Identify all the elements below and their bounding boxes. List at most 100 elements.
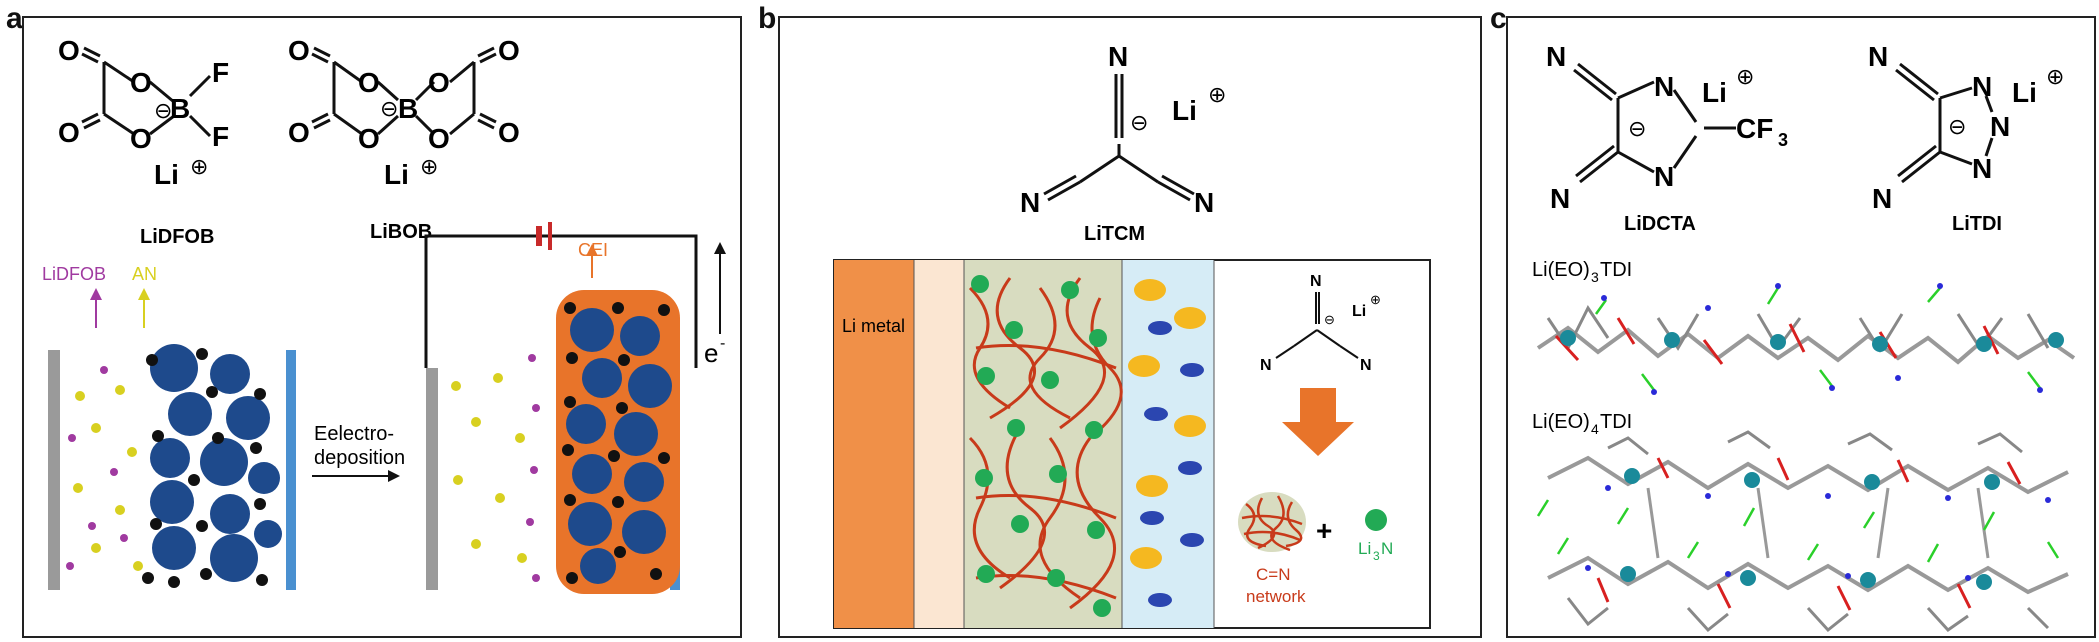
crystal-structure-2: [1536, 430, 2069, 633]
litdi-n-ring1: N: [1972, 71, 1992, 102]
lidcta-n-cyano2: N: [1550, 183, 1570, 214]
inset-n1: N: [1310, 273, 1322, 290]
panel-label-b: b: [758, 2, 777, 35]
right-cell-particles: [566, 308, 672, 584]
litcm-plus: ⊕: [1208, 82, 1226, 107]
lidcta-cf3: CF: [1736, 113, 1773, 144]
panel-label-a: a: [6, 2, 23, 35]
network-label-2: network: [1246, 587, 1306, 606]
libob-o3: O: [288, 117, 310, 148]
circuit-wire: [424, 234, 698, 368]
battery-plate-2: [548, 222, 552, 250]
panel-label-c: c: [1490, 2, 1507, 35]
litcm-name: LiTCM: [1084, 223, 1145, 245]
li3n-icon: [1365, 509, 1387, 531]
li-metal-label: Li metal: [842, 316, 905, 336]
structure2-label-sub: 4: [1591, 421, 1599, 437]
inset-tcm-structure: [1275, 292, 1359, 359]
structure1-label-prefix: Li(EO): [1532, 259, 1590, 281]
lidcta-n-ring1: N: [1654, 71, 1674, 102]
libob-o1: O: [288, 35, 310, 66]
libob-b: B: [398, 93, 418, 124]
lidcta-plus: ⊕: [1736, 64, 1754, 89]
litdi-name: LiTDI: [1952, 213, 2002, 235]
panel-b: N N N ⊖ Li ⊕ LiTCM Li metal: [778, 16, 1482, 638]
litcm-li: Li: [1172, 95, 1197, 126]
inset-n3: N: [1360, 357, 1372, 374]
lidfob-minus: ⊖: [154, 98, 172, 123]
cei-label: CEI: [578, 240, 608, 260]
structure1-label-sub: 3: [1591, 269, 1599, 285]
li3n-label-suffix: N: [1381, 539, 1393, 558]
left-cell-lidfob-dots: [66, 366, 128, 570]
lidcta-n-cyano1: N: [1546, 41, 1566, 72]
electrolyte-anions: [1128, 279, 1206, 607]
panel-a-figure: O O O O B ⊖ F F Li ⊕ LiDFOB O O O O O O …: [42, 35, 726, 594]
lidfob-o1: O: [58, 35, 80, 66]
panel-c: N N N N ⊖ CF 3 Li ⊕ LiDCTA N N N N N ⊖ L…: [1506, 16, 2096, 638]
legend-an: AN: [132, 264, 157, 284]
litdi-structure: [1895, 62, 1994, 184]
libob-o6: O: [428, 123, 450, 154]
legend-lidfob: LiDFOB: [42, 264, 106, 284]
libob-o5: O: [428, 67, 450, 98]
electron-label: e: [704, 338, 718, 368]
left-cell-an-dots: [73, 385, 143, 571]
lidcta-li: Li: [1702, 77, 1727, 108]
lidfob-b: B: [170, 93, 190, 124]
left-cell-anode: [48, 350, 60, 590]
left-cell-carbon: [142, 348, 268, 588]
litdi-li: Li: [2012, 77, 2037, 108]
litdi-plus: ⊕: [2046, 64, 2064, 89]
libob-name: LiBOB: [370, 221, 432, 243]
inset-n2: N: [1260, 357, 1272, 374]
litcm-n3: N: [1194, 187, 1214, 218]
panel-b-figure: N N N ⊖ Li ⊕ LiTCM Li metal: [833, 41, 1431, 629]
inset-plus: ⊕: [1370, 292, 1381, 307]
litdi-n-cyano1: N: [1868, 41, 1888, 72]
network-li3n-dots: [971, 275, 1111, 617]
libob-li: Li: [384, 159, 409, 190]
left-cell-particles: [150, 344, 282, 582]
right-cell: [424, 222, 726, 594]
lidcta-cf3-sub: 3: [1778, 130, 1788, 150]
lidcta-structure: [1573, 62, 1736, 184]
libob-minus: ⊖: [380, 96, 398, 121]
lidcta-n-ring2: N: [1654, 161, 1674, 192]
right-cell-carbon: [562, 302, 670, 584]
lidfob-o2: O: [130, 67, 152, 98]
network-icon: [1238, 492, 1306, 552]
structure2-label-suffix: TDI: [1600, 411, 1632, 433]
litcm-structure: [1043, 74, 1195, 202]
litdi-n-ring2: N: [1990, 111, 2010, 142]
li3n-label-prefix: Li: [1358, 539, 1371, 558]
right-cell-an-dots: [451, 373, 527, 563]
li3n-label-sub: 3: [1373, 549, 1380, 563]
electron-sup: -: [720, 335, 725, 352]
libob-o7: O: [498, 35, 520, 66]
cn-network-strands: [968, 277, 1123, 610]
sei-inner-layer: [914, 260, 964, 628]
lidcta-name: LiDCTA: [1624, 213, 1696, 235]
li-metal-layer: [834, 260, 914, 628]
crystal-structure-1: [1536, 283, 2076, 395]
lidfob-f1: F: [212, 57, 229, 88]
process-label-1: Eelectro-: [314, 423, 394, 445]
reaction-arrow: [1282, 388, 1354, 456]
left-cell: [48, 288, 296, 590]
lidfob-o3: O: [58, 117, 80, 148]
process-label-2: deposition: [314, 447, 405, 469]
litdi-n-cyano2: N: [1872, 183, 1892, 214]
inset-minus: ⊖: [1324, 312, 1335, 327]
lidfob-f2: F: [212, 121, 229, 152]
panel-c-figure: N N N N ⊖ CF 3 Li ⊕ LiDCTA N N N N N ⊖ L…: [1532, 41, 2076, 633]
right-cell-lidfob-dots: [526, 354, 540, 582]
litcm-minus: ⊖: [1130, 110, 1148, 135]
structure2-label-prefix: Li(EO): [1532, 411, 1590, 433]
lidfob-plus: ⊕: [190, 154, 208, 179]
plus-sign: +: [1316, 515, 1332, 546]
battery-plate-1: [536, 226, 542, 246]
litcm-n2: N: [1020, 187, 1040, 218]
litcm-n1: N: [1108, 41, 1128, 72]
lidfob-o4: O: [130, 123, 152, 154]
